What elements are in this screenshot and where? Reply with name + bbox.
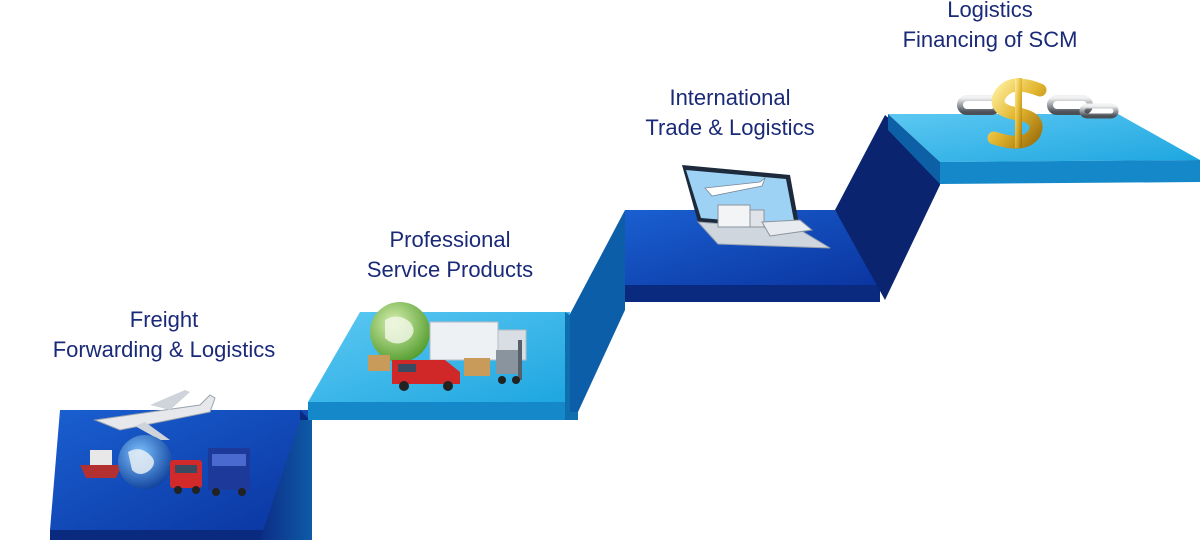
step-4-title-line1: Logistics [947,0,1033,22]
step-3-platform [625,210,880,302]
step-2-title-line2: Service Products [366,257,534,282]
laptop-transport-icon [682,165,831,249]
step-2-title-line1: Professional [389,227,511,252]
delivery-vehicles-icon [368,302,527,391]
step-label-freight: Freight Forwarding & Logistics [24,305,304,365]
riser-1 [260,420,312,540]
riser-3 [835,115,940,300]
step-1-title-line2: Forwarding & Logistics [52,337,276,362]
step-3-title-line2: Trade & Logistics [645,115,815,140]
step-3-title-line1: International [669,85,791,110]
step-4-platform [888,114,1200,184]
step-label-professional-service: Professional Service Products [330,225,570,285]
riser-2 [570,210,625,412]
step-1-title-line1: Freight [129,307,199,332]
step-label-logistics-financing: Logistics Financing of SCM [870,0,1110,55]
step-label-international-trade: International Trade & Logistics [610,83,850,143]
chain-dollar-icon [957,78,1119,149]
freight-transport-icon [80,390,250,496]
step-4-title-line2: Financing of SCM [902,27,1078,52]
